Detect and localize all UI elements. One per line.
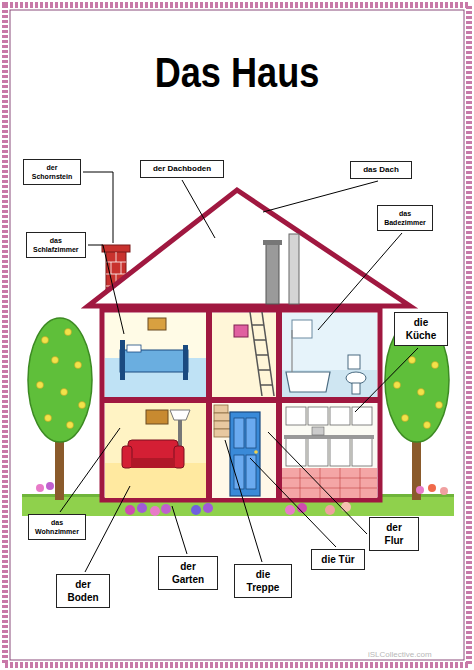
room-label: das Dach (357, 165, 405, 175)
page-title: Das Haus (33, 52, 441, 94)
room-label-box: die Küche (394, 312, 448, 346)
room-label: der Boden (63, 578, 103, 604)
room-label-box: die Tür (311, 549, 365, 570)
room-label-box: das Dach (350, 161, 412, 179)
room-label: das Schlafzimmer (33, 236, 79, 254)
room-label: der Dachboden (147, 164, 217, 174)
room-label-box: der Schornstein (23, 159, 81, 185)
room-label-box: das Wohnzimmer (28, 514, 86, 540)
room-label-box: der Boden (56, 574, 110, 608)
room-label-box: das Badezimmer (377, 205, 433, 231)
watermark: iSLCollective.com (368, 650, 432, 659)
room-label: der Flur (376, 521, 412, 547)
room-label: der Schornstein (30, 163, 74, 181)
room-label-box: der Dachboden (140, 160, 224, 178)
room-label-box: der Flur (369, 517, 419, 551)
room-label-box: das Schlafzimmer (26, 232, 86, 258)
room-label: der Garten (165, 560, 211, 586)
room-label: die Küche (401, 316, 441, 342)
room-label: das Badezimmer (384, 209, 426, 227)
room-label-box: die Treppe (234, 564, 292, 598)
room-label: die Tür (318, 553, 358, 566)
room-label: das Wohnzimmer (35, 518, 79, 536)
room-label: die Treppe (241, 568, 285, 594)
room-label-box: der Garten (158, 556, 218, 590)
